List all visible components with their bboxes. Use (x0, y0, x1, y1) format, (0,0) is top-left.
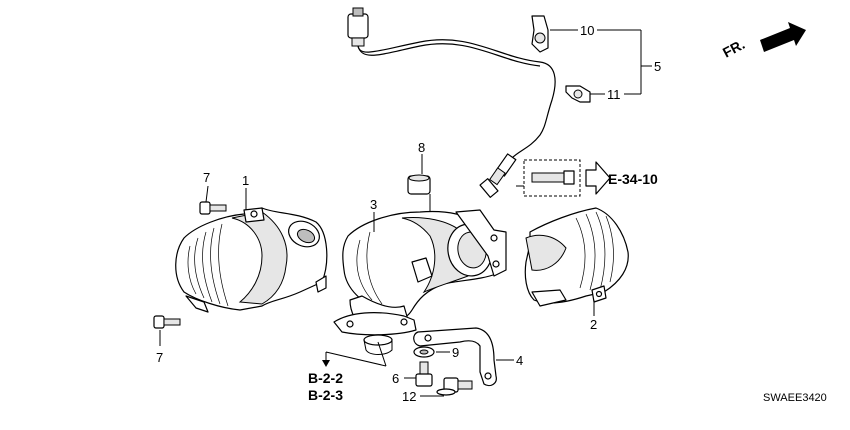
heat-shield-1 (175, 207, 328, 313)
reference-arrow-icon (585, 161, 611, 195)
callout-8: 8 (418, 140, 425, 155)
front-arrow-icon (760, 22, 806, 52)
callout-7-upper: 7 (203, 170, 210, 185)
reference-b-2-3: B-2-3 (308, 387, 343, 403)
front-direction-label: FR. (720, 36, 747, 61)
callout-6: 6 (392, 371, 399, 386)
sensor-wire (357, 39, 556, 159)
callout-10: 10 (580, 23, 594, 38)
nut-6 (415, 361, 433, 387)
reference-b-2-2: B-2-2 (308, 370, 343, 386)
callout-3: 3 (370, 197, 377, 212)
callout-2: 2 (590, 317, 597, 332)
callout-1: 1 (242, 173, 249, 188)
front-direction-indicator: FR. (720, 22, 806, 61)
callout-5: 5 (654, 59, 661, 74)
washer-9 (413, 346, 435, 358)
grommet-8 (407, 174, 431, 195)
bolt-7-upper (199, 201, 227, 215)
heat-shield-2 (524, 207, 629, 307)
reference-e-34-10: E-34-10 (608, 171, 658, 187)
bolt-12 (436, 377, 473, 396)
reference-part-icon (531, 170, 575, 185)
drawing-code: SWAEE3420 (763, 392, 827, 404)
callout-7-lower: 7 (156, 350, 163, 365)
callout-11: 11 (607, 87, 621, 102)
bolt-7-lower (153, 315, 181, 329)
oxygen-sensor-assembly (347, 7, 591, 198)
callout-4: 4 (516, 353, 523, 368)
catalytic-converter-3 (333, 209, 507, 355)
sensor-connector (347, 13, 369, 39)
bracket-4 (413, 327, 497, 387)
callout-9: 9 (452, 345, 459, 360)
callout-12: 12 (402, 389, 416, 404)
b-reference-arrow-icon (322, 360, 330, 367)
